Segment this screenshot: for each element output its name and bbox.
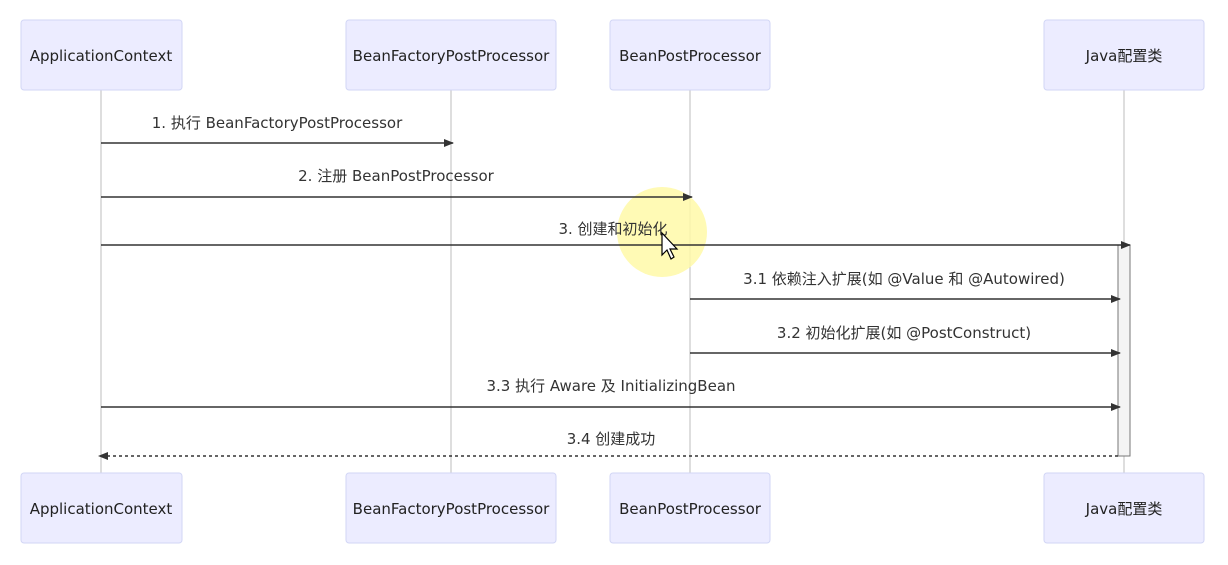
message-3-3: 3.3 执行 Aware 及 InitializingBean (101, 377, 1121, 411)
actor-label: ApplicationContext (30, 47, 173, 65)
message-3: 3. 创建和初始化 (101, 220, 1131, 249)
message-label: 3.4 创建成功 (567, 430, 656, 448)
message-label: 3.3 执行 Aware 及 InitializingBean (486, 377, 735, 395)
cursor-highlight (617, 187, 707, 277)
message-label: 2. 注册 BeanPostProcessor (298, 167, 495, 185)
actor-top-bean-post-processor: BeanPostProcessor (609, 19, 771, 91)
mouse-cursor-icon (661, 231, 679, 260)
actor-top-application-context: ApplicationContext (20, 19, 183, 91)
actor-label: BeanPostProcessor (619, 47, 762, 65)
message-2: 2. 注册 BeanPostProcessor (101, 167, 693, 201)
actor-label: BeanFactoryPostProcessor (353, 500, 550, 518)
message-3-4: 3.4 创建成功 (98, 430, 1118, 460)
actor-bottom-bean-factory-post-processor: BeanFactoryPostProcessor (345, 472, 557, 544)
message-label: 1. 执行 BeanFactoryPostProcessor (152, 114, 403, 132)
actor-top-bean-factory-post-processor: BeanFactoryPostProcessor (345, 19, 557, 91)
actor-label: BeanFactoryPostProcessor (353, 47, 550, 65)
message-label: 3.2 初始化扩展(如 @PostConstruct) (777, 324, 1031, 342)
message-label: 3.1 依赖注入扩展(如 @Value 和 @Autowired) (743, 270, 1065, 288)
activation-bar (1117, 244, 1131, 457)
message-1: 1. 执行 BeanFactoryPostProcessor (101, 114, 454, 147)
actor-bottom-application-context: ApplicationContext (20, 472, 183, 544)
actor-label: ApplicationContext (30, 500, 173, 518)
message-label: 3. 创建和初始化 (558, 220, 667, 238)
actor-bottom-java-config-class: Java配置类 (1043, 472, 1205, 544)
message-3-1: 3.1 依赖注入扩展(如 @Value 和 @Autowired) (690, 270, 1121, 303)
message-3-2: 3.2 初始化扩展(如 @PostConstruct) (690, 324, 1121, 357)
actor-top-java-config-class: Java配置类 (1043, 19, 1205, 91)
actor-label: Java配置类 (1085, 47, 1163, 65)
actor-label: Java配置类 (1085, 500, 1163, 518)
actor-bottom-bean-post-processor: BeanPostProcessor (609, 472, 771, 544)
actor-label: BeanPostProcessor (619, 500, 762, 518)
